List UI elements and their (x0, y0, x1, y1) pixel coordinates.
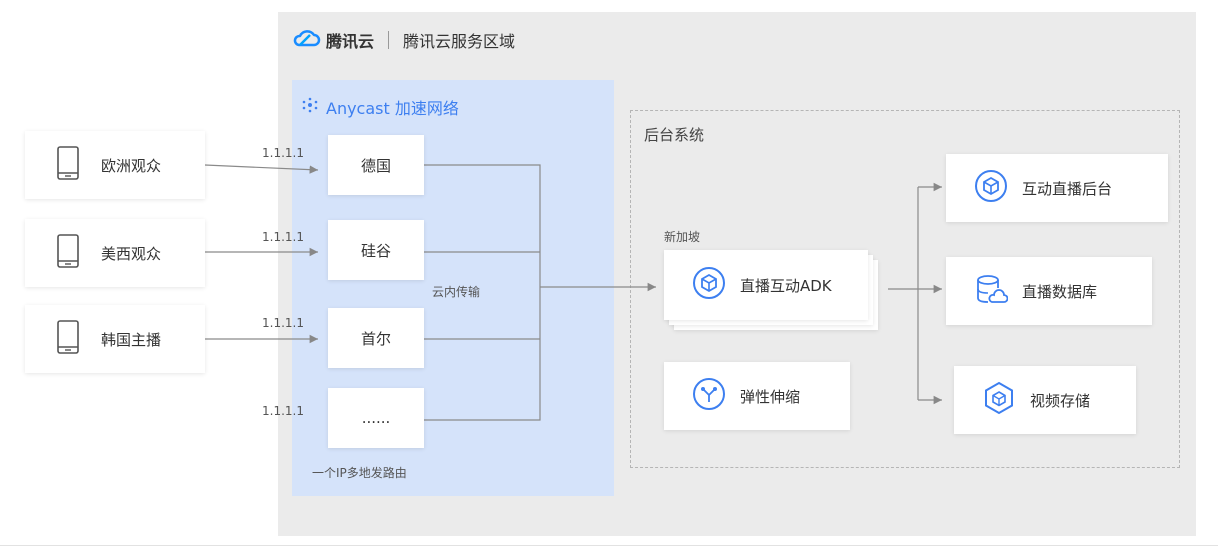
service-label: 互动直播后台 (1022, 179, 1113, 198)
ip-label-4: 1.1.1.1 (262, 404, 304, 418)
elastic-scaling: 弹性伸缩 (664, 362, 850, 430)
cube-icon (692, 266, 726, 304)
anycast-title-text: Anycast 加速网络 (326, 99, 459, 118)
node-more: ...... (328, 388, 424, 448)
audience-label: 韩国主播 (101, 330, 162, 349)
backend-system-area (630, 110, 1180, 468)
cloud-transfer-note: 云内传输 (432, 285, 481, 299)
scaling-icon (692, 377, 726, 415)
live-interactive-sdk: 直播互动ADK (664, 250, 868, 320)
header-separator (388, 31, 390, 49)
ip-label-1: 1.1.1.1 (262, 146, 304, 160)
database-cloud-icon (974, 272, 1009, 310)
audience-korea-host: 韩国主播 (25, 305, 205, 373)
audience-us-west: 美西观众 (25, 219, 205, 287)
node-silicon-valley: 硅谷 (328, 220, 424, 280)
brand-name: 腾讯云 (326, 32, 375, 51)
service-label: 视频存储 (1030, 391, 1091, 410)
tablet-icon (57, 146, 79, 184)
ip-label-3: 1.1.1.1 (262, 316, 304, 330)
video-storage: 视频存储 (954, 366, 1136, 434)
region-header: 腾讯云 腾讯云服务区域 (292, 24, 515, 56)
tablet-icon (57, 234, 79, 272)
sdk-label: 直播互动ADK (740, 276, 832, 295)
node-germany: 德国 (328, 135, 424, 195)
audience-label: 美西观众 (101, 244, 162, 263)
scaling-label: 弹性伸缩 (740, 387, 801, 406)
cube-icon (982, 381, 1016, 419)
node-seoul: 首尔 (328, 308, 424, 368)
interactive-live-backend: 互动直播后台 (946, 154, 1168, 222)
anycast-title: Anycast 加速网络 (302, 95, 459, 119)
tencent-cloud-logo-icon (292, 28, 322, 52)
region-title: 腾讯云服务区域 (403, 32, 516, 51)
anycast-note: 一个IP多地发路由 (312, 466, 407, 480)
ip-label-2: 1.1.1.1 (262, 230, 304, 244)
cube-icon (974, 169, 1008, 207)
divider (0, 545, 1218, 546)
audience-europe: 欧洲观众 (25, 131, 205, 199)
service-label: 直播数据库 (1022, 282, 1098, 301)
network-nodes-icon (302, 97, 318, 117)
location-label: 新加坡 (664, 230, 701, 244)
audience-label: 欧洲观众 (101, 156, 162, 175)
live-database: 直播数据库 (946, 257, 1152, 325)
tablet-icon (57, 320, 79, 358)
backend-title: 后台系统 (644, 126, 705, 144)
